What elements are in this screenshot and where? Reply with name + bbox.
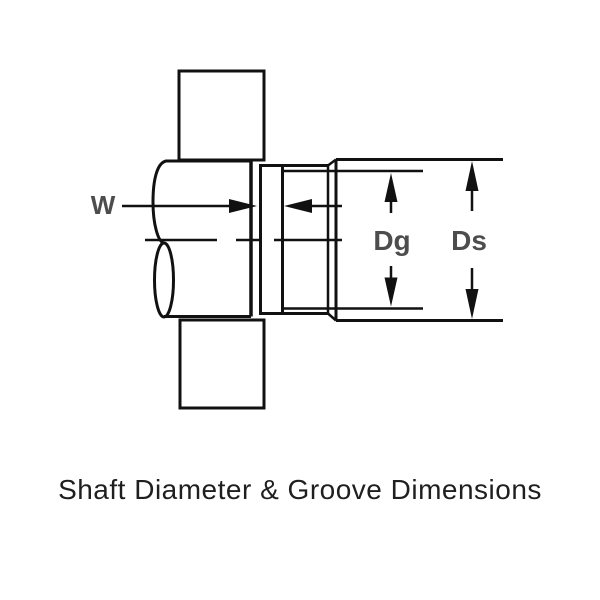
diagram-caption: Shaft Diameter & Groove Dimensions [58,474,542,505]
groove-diameter-dimension: Dg [282,169,423,310]
shaft-end-face-ellipse [153,241,175,319]
dg-arrowhead-up-icon [384,173,398,202]
housing-section-bottom [178,318,266,410]
shaft-diameter-dimension: Ds [451,161,487,319]
dg-arrowhead-down-icon [384,277,398,307]
w-arrowhead-right-icon [284,199,312,213]
w-arrowhead-left-icon [229,199,257,213]
groove-width-label: W [91,190,116,220]
collar-top-and-left-silhouette [151,159,251,245]
ds-arrowhead-down-icon [465,289,479,319]
ds-arrowhead-up-icon [465,161,479,191]
housing-hatch-top-rect [177,69,266,162]
groove-width-dimension: W [91,190,342,220]
housing-section-top [177,69,266,162]
shaft-diameter-label: Ds [451,225,487,256]
housing-hatch-bottom-rect [178,318,266,410]
groove-diameter-label: Dg [373,225,410,256]
